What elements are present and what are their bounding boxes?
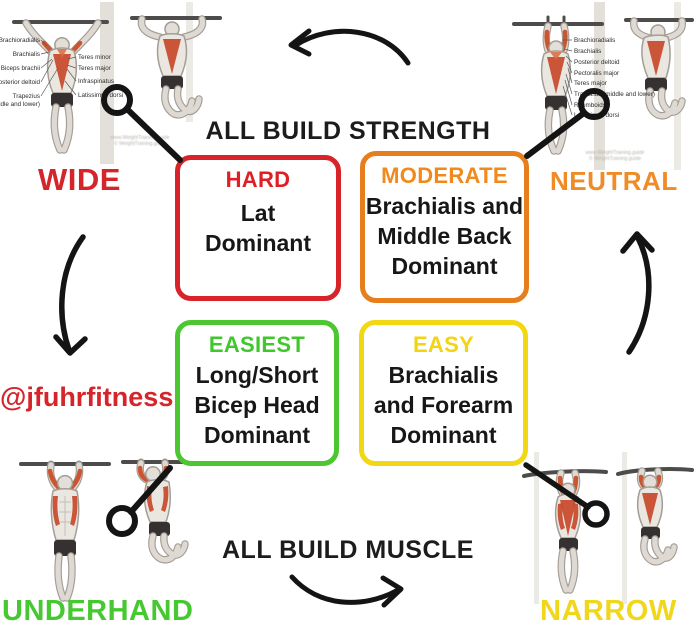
muscle-label: Infraspinatus xyxy=(78,78,114,85)
easiest-box: EASIEST Long/Short Bicep Head Dominant xyxy=(175,320,339,466)
watermark: www.WeightTraining.guide© WeightTraining… xyxy=(585,150,645,162)
muscle-label: Brachialis xyxy=(13,51,40,58)
moderate-box-line: Brachialis and xyxy=(365,193,524,219)
pole xyxy=(534,452,539,604)
pole xyxy=(594,2,605,170)
wide-grip-label: WIDE xyxy=(38,162,121,197)
easiest-box-line: Long/Short xyxy=(195,362,319,388)
easiest-box-line: Dominant xyxy=(203,422,311,448)
easy-box-line: Dominant xyxy=(390,422,497,448)
muscle-label: Teres major xyxy=(574,80,607,87)
underhand-pullup-figure xyxy=(121,458,203,564)
muscle-label: Brachioradialis xyxy=(574,37,615,44)
moderate-box: MODERATE Brachialis and Middle Back Domi… xyxy=(360,151,529,303)
cycle-arrow-bottom-right xyxy=(289,574,404,608)
watermark: www.WeightTraining.guide© WeightTraining… xyxy=(110,135,170,147)
wide-hanging-figure xyxy=(12,19,109,154)
muscle-label: Trapezius (middle and lower) xyxy=(574,91,655,98)
hard-box: HARD Lat Dominant xyxy=(175,155,341,301)
narrow-grip-illustration xyxy=(522,452,694,604)
narrow-pullup-figure xyxy=(616,467,694,566)
muscle-label: Teres minor xyxy=(78,54,111,61)
neutral-grip-illustration: Brachioradialis Brachialis Posterior del… xyxy=(512,2,694,170)
cycle-arrow-left-down xyxy=(53,234,88,356)
cycle-arrow-right-up xyxy=(620,231,655,355)
muscle-label: Latissimus dorsi xyxy=(574,112,619,119)
muscle-label: Posterior deltoid xyxy=(0,79,40,86)
moderate-box-title: MODERATE xyxy=(381,163,508,188)
muscle-label: Pectoralis major xyxy=(574,70,619,77)
easiest-box-line: Bicep Head xyxy=(194,392,320,418)
easy-box-title: EASY xyxy=(412,332,475,357)
easy-box-line: Brachialis xyxy=(388,362,499,388)
muscle-label: Trapezius xyxy=(13,93,40,100)
hard-box-line: Dominant xyxy=(204,230,312,256)
muscle-label: Teres major xyxy=(78,65,111,72)
hard-box-line: Lat xyxy=(240,200,276,226)
underhand-grip-illustration xyxy=(19,458,203,602)
all-build-muscle-title: ALL BUILD MUSCLE xyxy=(222,536,474,564)
cycle-arrow-top-left xyxy=(288,28,411,66)
narrow-grip-label: NARROW xyxy=(540,595,677,627)
wide-muscle-labels: Brachioradialis Brachialis Biceps brachi… xyxy=(0,37,123,108)
pole xyxy=(622,452,627,604)
muscle-label: Posterior deltoid xyxy=(574,59,620,66)
underhand-hanging-figure xyxy=(19,460,111,602)
credit-handle: @jfuhrfitness xyxy=(0,382,174,412)
wide-grip-illustration: Brachioradialis Brachialis Biceps brachi… xyxy=(0,2,222,164)
moderate-box-line: Dominant xyxy=(391,253,498,279)
muscle-label: Brachialis xyxy=(574,48,601,55)
underhand-grip-label: UNDERHAND xyxy=(2,595,194,627)
pole xyxy=(674,2,681,170)
easy-box: EASY Brachialis and Forearm Dominant xyxy=(359,320,528,466)
all-build-strength-title: ALL BUILD STRENGTH xyxy=(205,117,491,145)
easiest-box-title: EASIEST xyxy=(208,332,306,357)
neutral-pullup-figure xyxy=(624,17,694,120)
easy-box-line: and Forearm xyxy=(373,392,514,418)
hard-box-title: HARD xyxy=(225,167,291,192)
wide-pullup-figure xyxy=(130,15,222,119)
muscle-label: (middle and lower) xyxy=(0,101,40,108)
moderate-box-line: Middle Back xyxy=(377,223,512,249)
pole xyxy=(100,2,114,164)
muscle-label: Latissimus dorsi xyxy=(78,92,123,99)
muscle-label: Biceps brachii xyxy=(1,65,40,72)
muscle-label: Rhomboids xyxy=(574,102,606,109)
neutral-grip-label: NEUTRAL xyxy=(550,166,678,196)
pole xyxy=(186,2,193,122)
muscle-label: Brachioradialis xyxy=(0,37,40,44)
